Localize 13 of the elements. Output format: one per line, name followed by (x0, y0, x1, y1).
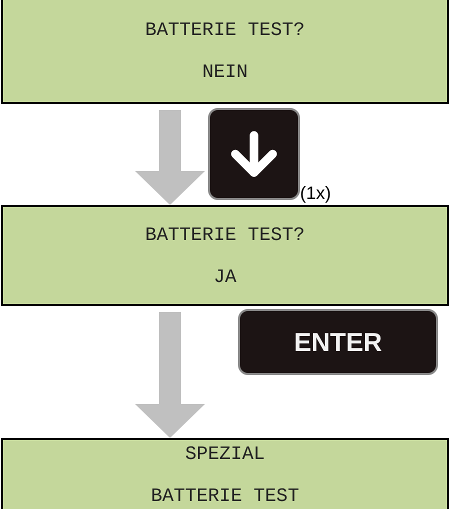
down-arrow (135, 312, 205, 438)
enter-key: ENTER (238, 309, 438, 375)
lcd-display (1, 438, 449, 509)
down-arrow (135, 110, 205, 205)
display-text: BATTERIE TEST (150, 484, 300, 508)
display-text: BATTERIE TEST? (145, 222, 305, 248)
lcd-display (1, 205, 449, 306)
display-text: NEIN (202, 60, 248, 85)
display-text: JA (214, 264, 236, 290)
lcd-display (1, 0, 449, 104)
display-text: BATTERIE TEST? (145, 18, 305, 43)
repeat-count: (1x) (300, 183, 331, 204)
display-text: SPEZIAL (185, 442, 265, 466)
